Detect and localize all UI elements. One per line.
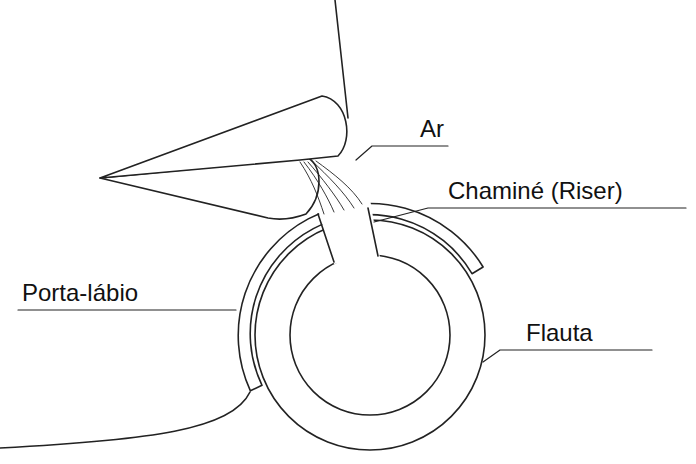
chin-line	[0, 392, 250, 448]
part-label: Porta-lábio	[22, 280, 138, 306]
part-label: Ar	[420, 116, 444, 142]
leader-line	[483, 350, 652, 362]
part-label: Chaminé (Riser)	[448, 178, 623, 204]
riser-hole	[316, 199, 380, 264]
part-label: Flauta	[526, 320, 593, 346]
air-jet	[300, 161, 362, 214]
leader-line	[18, 309, 236, 310]
flute-inner	[290, 255, 450, 415]
riser-wall	[318, 214, 334, 262]
leader-line	[374, 208, 686, 222]
leader-line	[356, 146, 448, 160]
face-line	[335, 0, 348, 118]
upper-lip	[100, 96, 347, 178]
riser-wall	[368, 208, 378, 256]
